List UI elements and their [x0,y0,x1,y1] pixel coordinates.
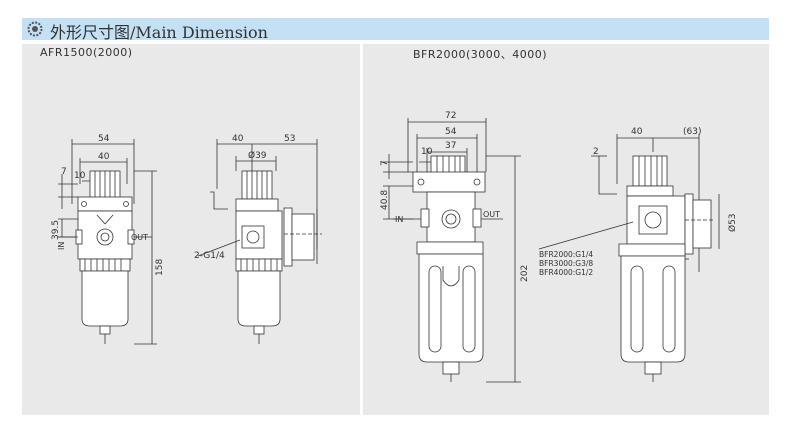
afr1500-drawing: 54 40 10 7 39.5 158 IN OUT 40 53 Ø39 2-G… [51,134,322,345]
bfr2000-drawing: 72 54 37 10 7 40.8 202 IN OUT 40 (63) 2 … [380,111,738,383]
afr-out-label: OUT [131,233,148,242]
bfr-dim-72: 72 [445,111,456,121]
model-label-afr1500: AFR1500(2000) [40,46,133,59]
bfr-port-label-2000: BFR2000:G1/4 [539,250,593,259]
bfr-dim-10: 10 [421,147,433,157]
bfr-in-label: IN [395,215,403,224]
bfr-dim-202: 202 [520,265,530,282]
bfr-dim-40-8: 40.8 [380,190,390,210]
afr-side-view [197,139,322,344]
bfr-side-dim-63: (63) [683,127,701,137]
afr-dim-54: 54 [98,134,110,144]
bfr-dim-7: 7 [380,160,390,166]
afr-port-label: 2-G1/4 [194,251,225,261]
section-header: 外形尺寸图/Main Dimension [22,18,769,42]
afr-dim-158: 158 [155,259,165,276]
bfr-side-view [538,134,720,382]
afr-side-dim-d39: Ø39 [248,150,267,161]
bfr-port-label-3000: BFR3000:G3/8 [539,259,593,268]
afr-front-view [58,139,157,345]
afr-side-dim-40: 40 [232,134,244,144]
bfr-port-label-4000: BFR4000:G1/2 [539,268,593,277]
bfr-front-view [383,118,521,383]
panel-afr1500: AFR1500(2000) [22,44,360,415]
bfr-out-label: OUT [483,210,500,219]
bfr-side-dim-40: 40 [631,127,643,137]
afr-dim-7: 7 [61,167,67,177]
bfr-side-dim-2: 2 [593,147,599,157]
page-title: 外形尺寸图/Main Dimension [50,23,268,42]
model-label-bfr2000: BFR2000(3000、4000) [413,48,548,61]
bfr-dim-37: 37 [445,141,456,151]
afr-dim-10: 10 [74,171,86,181]
afr-in-label: IN [57,242,66,250]
afr-dim-40: 40 [98,152,110,162]
gear-icon [27,21,43,37]
afr-dim-39-5: 39.5 [51,220,61,240]
bfr-dim-54: 54 [445,127,457,137]
afr-side-dim-53: 53 [284,134,295,144]
bfr-side-dim-d53: Ø53 [727,213,738,232]
panel-bfr2000: BFR2000(3000、4000) [363,44,769,415]
